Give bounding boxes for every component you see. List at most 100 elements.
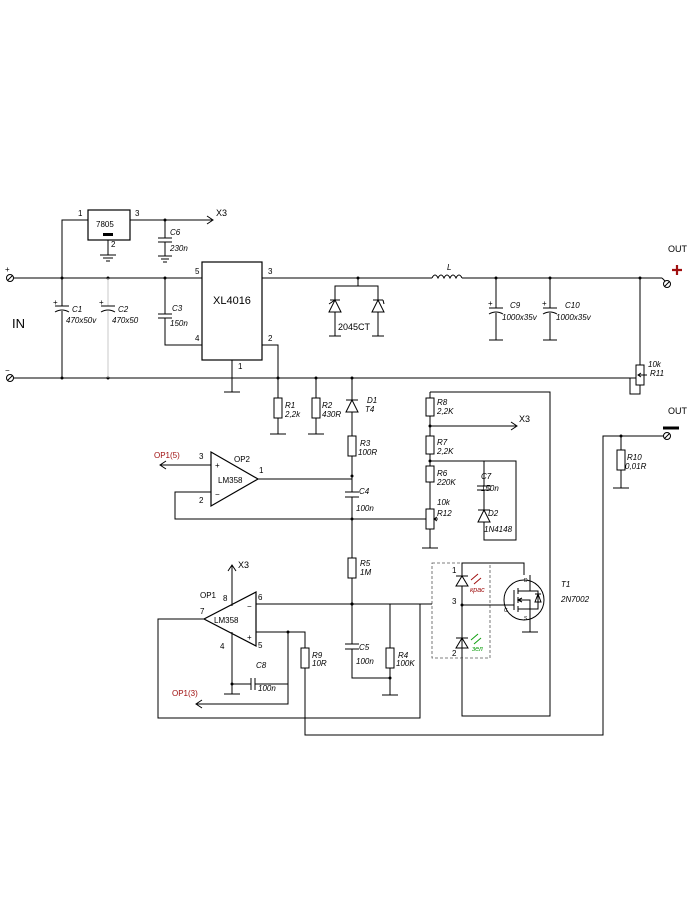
svg-text:4: 4 xyxy=(195,334,200,343)
svg-text:8: 8 xyxy=(223,594,228,603)
opamp-op2: + − LM358 OP2 3 2 1 OP1(5) xyxy=(154,450,430,520)
svg-text:+: + xyxy=(488,299,493,308)
svg-text:T1: T1 xyxy=(561,580,570,589)
svg-text:S: S xyxy=(524,616,528,622)
capacitor-c1: + C1 470x50v xyxy=(53,278,97,378)
svg-text:2,2K: 2,2K xyxy=(436,447,454,456)
svg-text:R3: R3 xyxy=(360,439,371,448)
regulator-pin1: 1 xyxy=(78,209,83,218)
regulator-7805: 7805 1 2 3 X3 xyxy=(61,208,227,278)
svg-text:+: + xyxy=(542,299,547,308)
svg-text:C6: C6 xyxy=(170,228,181,237)
svg-text:1: 1 xyxy=(238,362,243,371)
svg-text:R1: R1 xyxy=(285,401,295,410)
potentiometer-r11: 10k R11 xyxy=(629,278,664,395)
svg-text:R11: R11 xyxy=(650,369,664,378)
input-plus-sign: + xyxy=(5,265,10,274)
svg-text:2: 2 xyxy=(199,496,204,505)
resistor-r2: R2 430R xyxy=(308,378,341,435)
svg-text:R6: R6 xyxy=(437,469,448,478)
xl4016-label: XL4016 xyxy=(213,295,251,307)
resistor-r9: R9 10R xyxy=(300,647,327,669)
svg-text:230n: 230n xyxy=(169,244,188,253)
svg-text:C1: C1 xyxy=(72,305,82,314)
regulator-pin3: 3 xyxy=(135,209,140,218)
svg-text:1: 1 xyxy=(259,466,264,475)
svg-text:C10: C10 xyxy=(565,301,580,310)
svg-text:G: G xyxy=(504,608,508,614)
input-rails: + − IN xyxy=(5,265,638,382)
op2-ext-label: OP1(5) xyxy=(154,451,180,460)
svg-text:1N4148: 1N4148 xyxy=(484,525,513,534)
op2-chip-label: LM358 xyxy=(218,476,243,485)
svg-text:220K: 220K xyxy=(436,478,456,487)
svg-text:2,2K: 2,2K xyxy=(436,407,454,416)
output-negative-label: OUT xyxy=(668,406,688,416)
svg-text:R7: R7 xyxy=(437,438,448,447)
svg-text:R12: R12 xyxy=(437,509,452,518)
mosfet-t1: D G S T1 2N7002 xyxy=(462,562,590,633)
svg-text:10k: 10k xyxy=(437,498,451,507)
svg-text:C7: C7 xyxy=(481,472,492,481)
output-negative: OUT xyxy=(304,406,688,736)
svg-text:10k: 10k xyxy=(648,360,662,369)
svg-text:D1: D1 xyxy=(367,396,377,405)
svg-text:−: − xyxy=(247,602,252,611)
svg-text:1: 1 xyxy=(452,566,457,575)
opamp-op1: − + LM358 OP1 8 6 5 4 7 X3 OP1(3) xyxy=(157,560,432,719)
svg-text:3: 3 xyxy=(452,597,457,606)
converter-xl4016: XL4016 5 4 3 2 1 xyxy=(195,261,432,393)
svg-text:1000x35v: 1000x35v xyxy=(556,313,592,322)
svg-text:1M: 1M xyxy=(360,568,371,577)
svg-text:+: + xyxy=(215,461,220,470)
op1-label: OP1 xyxy=(200,591,217,600)
svg-text:D2: D2 xyxy=(488,509,499,518)
svg-text:C9: C9 xyxy=(510,301,521,310)
svg-text:+: + xyxy=(53,298,58,307)
resistor-r5: R5 1M xyxy=(347,557,371,644)
led-red-label: крас xyxy=(470,587,485,594)
x3-label-op: X3 xyxy=(238,560,249,570)
svg-text:T4: T4 xyxy=(365,405,375,414)
capacitor-c2: + C2 470x50 xyxy=(99,278,139,378)
op2-label: OP2 xyxy=(234,455,251,464)
svg-text:R8: R8 xyxy=(437,398,448,407)
output-positive-label: OUT xyxy=(668,244,688,254)
svg-text:3: 3 xyxy=(268,267,273,276)
svg-text:C2: C2 xyxy=(118,305,129,314)
x3-label-top: X3 xyxy=(216,208,227,218)
svg-text:C5: C5 xyxy=(359,643,370,652)
svg-text:1000x35v: 1000x35v xyxy=(502,313,538,322)
svg-text:D: D xyxy=(524,578,528,584)
svg-text:150n: 150n xyxy=(481,484,499,493)
svg-text:R5: R5 xyxy=(360,559,371,568)
svg-text:7: 7 xyxy=(200,607,205,616)
svg-text:2N7002: 2N7002 xyxy=(560,595,590,604)
regulator-pin2: 2 xyxy=(111,240,116,249)
diode-pair-label: 2045CT xyxy=(338,322,371,332)
svg-text:R10: R10 xyxy=(627,453,642,462)
capacitor-c5: C5 100n xyxy=(345,643,390,679)
svg-text:100K: 100K xyxy=(396,659,415,668)
led-module: 1 3 2 крас зел xyxy=(431,562,491,659)
input-label: IN xyxy=(12,316,25,331)
output-positive: OUT xyxy=(661,244,688,288)
svg-text:470x50v: 470x50v xyxy=(66,316,97,325)
svg-text:0,01R: 0,01R xyxy=(625,462,647,471)
svg-text:4: 4 xyxy=(220,642,225,651)
svg-text:L: L xyxy=(447,263,451,272)
svg-text:C3: C3 xyxy=(172,304,183,313)
capacitor-c8: C8 100n xyxy=(232,661,288,693)
svg-text:+: + xyxy=(247,633,252,642)
diode-pair-2045ct: 2045CT xyxy=(328,276,385,337)
op1-ext-label: OP1(3) xyxy=(172,689,198,698)
svg-text:+: + xyxy=(99,298,104,307)
resistor-r1: R1 2,2k xyxy=(270,378,301,435)
svg-text:100n: 100n xyxy=(356,504,374,513)
x3-label-mid: X3 xyxy=(519,414,530,424)
plus-sign-icon xyxy=(672,265,682,275)
svg-text:100n: 100n xyxy=(258,684,276,693)
svg-text:C4: C4 xyxy=(359,487,370,496)
capacitor-c6: C6 230n xyxy=(158,218,188,263)
